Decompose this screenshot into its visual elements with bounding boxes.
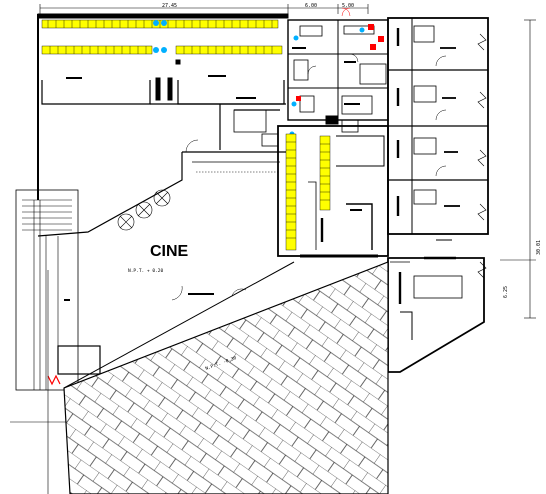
stair-icon [10, 189, 101, 423]
break-line-icon [477, 33, 487, 51]
door-arc-icon [171, 7, 351, 301]
dim-top-mid: 6.00 [305, 3, 317, 9]
cinema-label: CINE [150, 243, 189, 260]
upper-seating-hall [37, 13, 365, 200]
dressing-corridor [277, 125, 389, 258]
tree-symbol-icon [117, 189, 171, 231]
dim-top-left: 27.45 [162, 3, 177, 9]
paved-plaza [63, 261, 389, 494]
top-dimension-line: 27.45 6.00 5.00 [39, 3, 369, 14]
seat-row-lower-left [41, 45, 153, 55]
level-note: N.P.T. + 0.20 [128, 268, 164, 274]
corridor-walls [37, 103, 286, 237]
seat-row-lower-right [175, 45, 283, 55]
office-core [287, 19, 389, 133]
right-rooms [387, 17, 489, 373]
right-dimension-line: 30.01 6.25 [500, 19, 542, 319]
fixture-icons [153, 20, 365, 137]
dim-top-right: 5.00 [342, 3, 354, 9]
dim-right-lower: 6.25 [503, 286, 509, 298]
dim-right-total: 30.01 [536, 240, 542, 255]
accent-fixtures [296, 24, 384, 101]
